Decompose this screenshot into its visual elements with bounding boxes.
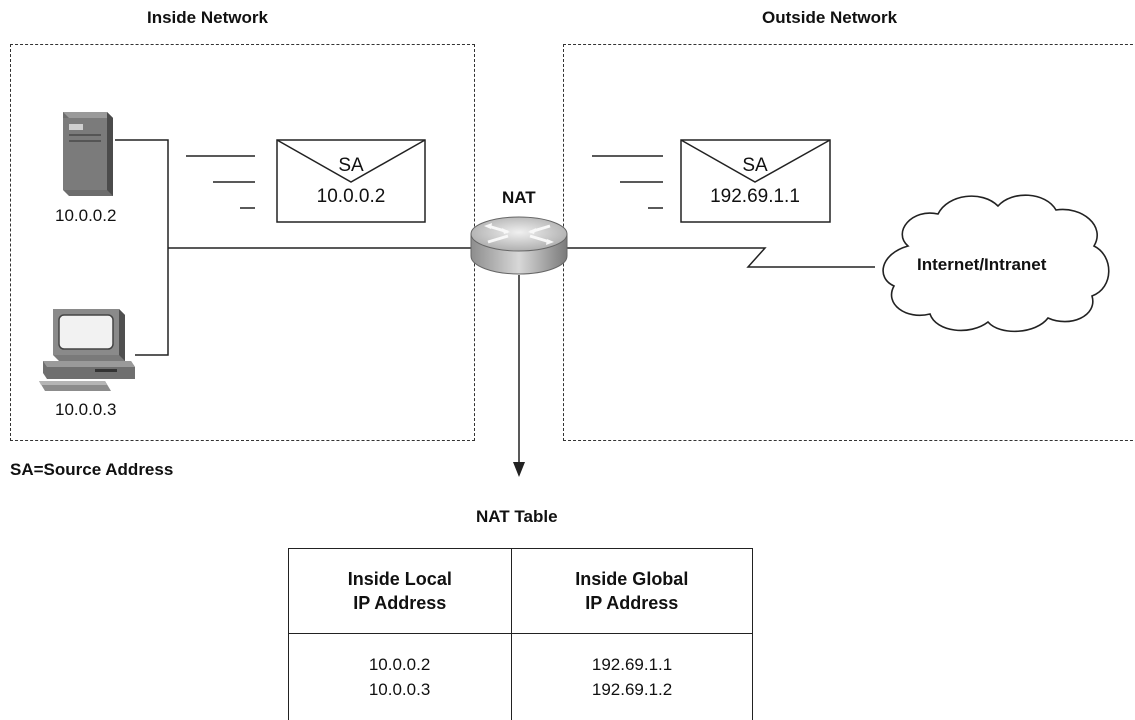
header-inside-global: Inside Global IP Address	[511, 549, 752, 634]
outside-motion-lines	[592, 156, 663, 208]
nat-table: Inside Local IP Address Inside Global IP…	[288, 548, 753, 720]
header-inside-local: Inside Local IP Address	[289, 549, 512, 634]
outside-packet-address: 192.69.1.1	[690, 186, 820, 208]
server-ip-label: 10.0.0.2	[55, 206, 116, 226]
wan-link	[565, 248, 875, 267]
inside-local-cell: 10.0.0.2 10.0.0.3	[289, 634, 512, 720]
desktop-computer-icon	[35, 305, 139, 395]
nat-table-header-row: Inside Local IP Address Inside Global IP…	[289, 549, 753, 634]
nat-table-title: NAT Table	[476, 507, 558, 527]
cloud-label: Internet/Intranet	[917, 255, 1046, 275]
legend-text: SA=Source Address	[10, 460, 173, 480]
nat-table-arrow-head	[513, 462, 525, 477]
inside-packet-sa-label: SA	[327, 155, 375, 177]
global-ip-2: 192.69.1.2	[513, 677, 752, 702]
inside-global-cell: 192.69.1.1 192.69.1.2	[511, 634, 752, 720]
table-row: 10.0.0.2 10.0.0.3 192.69.1.1 192.69.1.2	[289, 634, 753, 720]
local-ip-1: 10.0.0.2	[290, 652, 510, 677]
nat-table-left-border	[288, 548, 289, 720]
local-ip-2: 10.0.0.3	[290, 677, 510, 702]
inside-motion-lines	[186, 156, 255, 208]
inside-packet-envelope	[277, 140, 425, 222]
router-label: NAT	[502, 188, 536, 208]
router-icon	[468, 214, 570, 278]
global-ip-1: 192.69.1.1	[513, 652, 752, 677]
workstation-ip-label: 10.0.0.3	[55, 400, 116, 420]
server-tower-icon	[55, 110, 115, 200]
outside-packet-envelope	[681, 140, 830, 222]
nat-table-right-border	[752, 548, 753, 720]
inside-packet-address: 10.0.0.2	[287, 186, 415, 208]
outside-packet-sa-label: SA	[731, 155, 779, 177]
